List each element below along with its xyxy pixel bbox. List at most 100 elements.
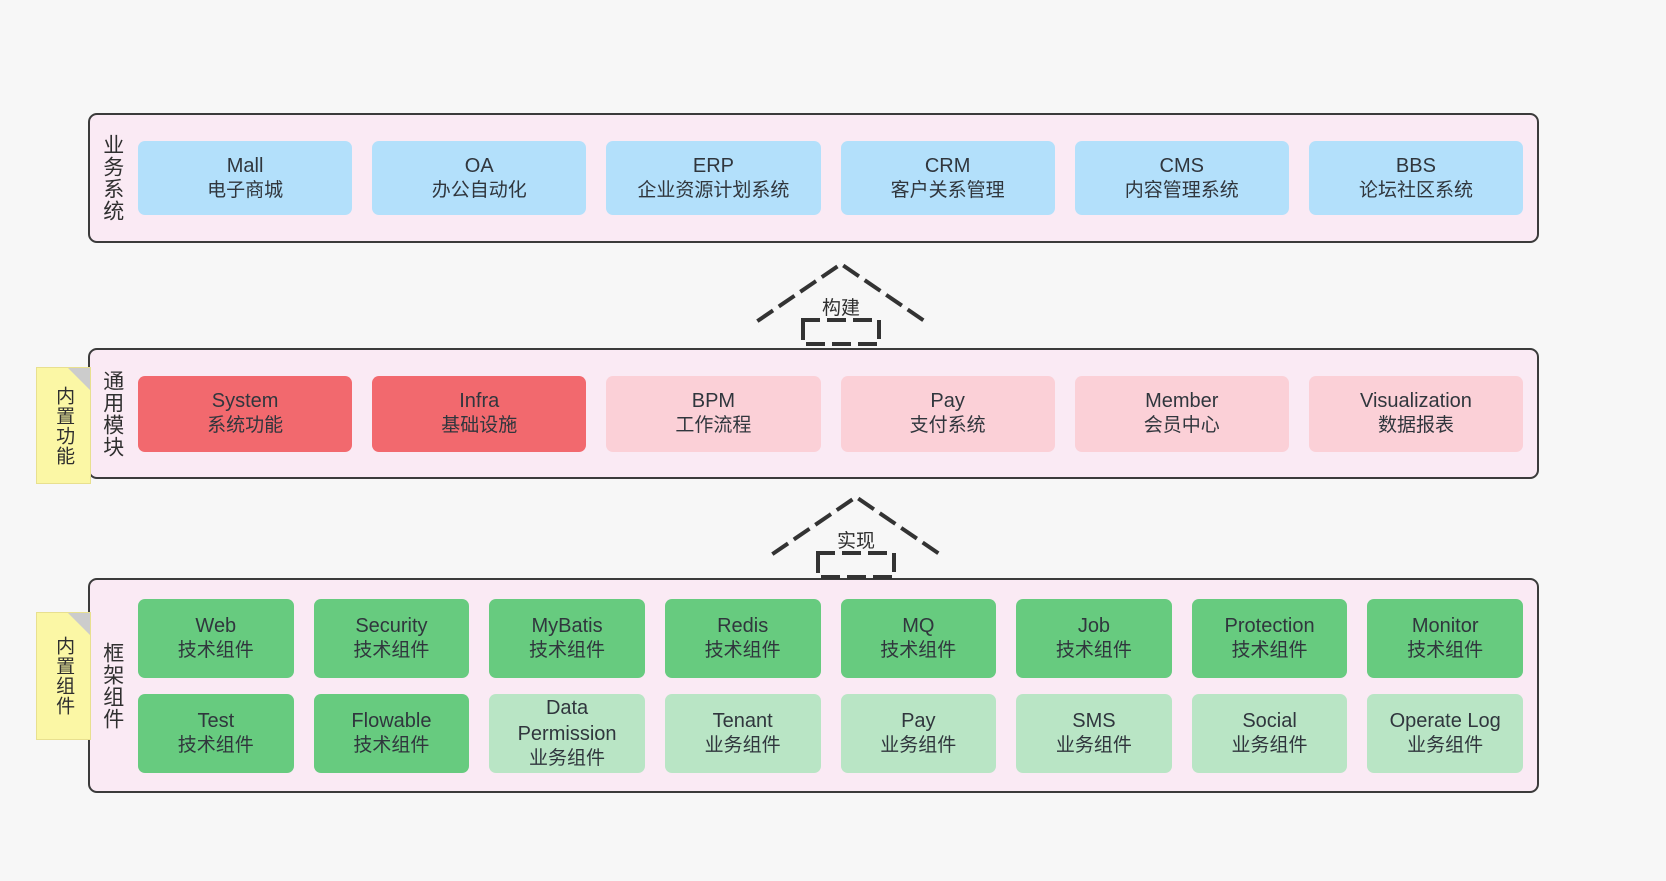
layer-general-modules: 通用模块 System 系统功能 Infra 基础设施 BPM 工作流程 Pay… <box>88 348 1539 479</box>
card-social[interactable]: Social 业务组件 <box>1191 693 1348 773</box>
card-bbs-title: BBS <box>1395 154 1436 177</box>
card-member-title: Member <box>1145 390 1219 413</box>
card-operate-log-title: Operate Log <box>1389 709 1501 732</box>
card-social-title: Social <box>1242 709 1297 732</box>
card-visualization[interactable]: Visualization 数据报表 <box>1308 375 1524 452</box>
card-infra[interactable]: Infra 基础设施 <box>372 375 587 452</box>
card-mq-desc: 技术组件 <box>880 639 957 661</box>
card-monitor-desc: 技术组件 <box>1407 639 1484 661</box>
card-bpm-desc: 工作流程 <box>675 415 752 437</box>
card-erp-desc: 企业资源计划系统 <box>637 179 790 201</box>
card-oa-title: OA <box>464 154 494 177</box>
card-system[interactable]: System 系统功能 <box>138 375 353 452</box>
card-oa-desc: 办公自动化 <box>431 179 527 201</box>
card-data-permission[interactable]: Data Permission 业务组件 <box>489 693 645 773</box>
card-bbs-desc: 论坛社区系统 <box>1358 179 1473 201</box>
layer-general-modules-body: System 系统功能 Infra 基础设施 BPM 工作流程 Pay 支付系统… <box>134 350 1537 477</box>
card-mq[interactable]: MQ 技术组件 <box>840 598 997 678</box>
card-redis[interactable]: Redis 技术组件 <box>664 598 821 678</box>
sticky-note-builtin-features-label: 内置功能 <box>53 385 75 466</box>
card-web-title: Web <box>195 614 237 637</box>
card-protection-desc: 技术组件 <box>1231 639 1308 661</box>
card-job-title: Job <box>1077 614 1111 637</box>
card-mall-title: Mall <box>226 154 264 177</box>
card-monitor-title: Monitor <box>1411 614 1479 637</box>
card-operate-log-desc: 业务组件 <box>1407 734 1484 756</box>
card-bbs[interactable]: BBS 论坛社区系统 <box>1308 141 1524 215</box>
dashed-generalization-arrow-icon <box>771 494 941 579</box>
card-erp-title: ERP <box>692 154 734 177</box>
business-card-row: Mall 电子商城 OA 办公自动化 ERP 企业资源计划系统 CRM 客户关系… <box>138 141 1524 215</box>
card-security-desc: 技术组件 <box>353 639 430 661</box>
layer-framework-components-label: 框架组件 <box>100 641 124 730</box>
card-test[interactable]: Test 技术组件 <box>138 693 294 773</box>
card-tenant-desc: 业务组件 <box>704 734 781 756</box>
connector-implement-label: 实现 <box>836 531 875 552</box>
card-mall[interactable]: Mall 电子商城 <box>138 141 353 215</box>
card-security[interactable]: Security 技术组件 <box>313 598 470 678</box>
card-bpm[interactable]: BPM 工作流程 <box>606 375 821 452</box>
card-flowable-desc: 技术组件 <box>353 734 430 756</box>
layer-business-system-label: 业务系统 <box>100 134 124 222</box>
card-crm[interactable]: CRM 客户关系管理 <box>840 141 1055 215</box>
card-pay-module[interactable]: Pay 支付系统 <box>840 375 1055 452</box>
card-crm-title: CRM <box>924 154 971 177</box>
card-pay-module-desc: 支付系统 <box>909 415 986 437</box>
general-module-row: System 系统功能 Infra 基础设施 BPM 工作流程 Pay 支付系统… <box>138 375 1524 452</box>
card-monitor[interactable]: Monitor 技术组件 <box>1367 598 1523 678</box>
card-flowable[interactable]: Flowable 技术组件 <box>313 693 470 773</box>
card-pay-module-title: Pay <box>930 390 965 413</box>
card-cms-desc: 内容管理系统 <box>1124 179 1239 201</box>
card-pay-component[interactable]: Pay 业务组件 <box>840 693 997 773</box>
card-system-desc: 系统功能 <box>207 415 284 437</box>
card-mybatis-desc: 技术组件 <box>529 639 606 661</box>
card-web[interactable]: Web 技术组件 <box>138 598 294 678</box>
card-tenant-title: Tenant <box>712 709 773 732</box>
sticky-note-builtin-features: 内置功能 <box>36 367 91 484</box>
layer-business-system: 业务系统 Mall 电子商城 OA 办公自动化 ERP 企业资源计划系统 CRM… <box>88 113 1539 243</box>
dashed-generalization-arrow-icon <box>756 261 926 346</box>
card-pay-component-desc: 业务组件 <box>880 734 957 756</box>
card-infra-title: Infra <box>459 390 500 413</box>
layer-framework-components-body: Web 技术组件 Security 技术组件 MyBatis 技术组件 Redi… <box>134 580 1537 791</box>
card-data-permission-desc: 业务组件 <box>529 747 606 769</box>
sticky-note-builtin-components-label: 内置组件 <box>53 636 75 716</box>
card-cms[interactable]: CMS 内容管理系统 <box>1074 141 1289 215</box>
card-test-title: Test <box>197 709 235 732</box>
card-tenant[interactable]: Tenant 业务组件 <box>664 693 821 773</box>
sticky-fold-corner-icon <box>68 368 90 390</box>
card-protection-title: Protection <box>1224 614 1315 637</box>
layer-framework-components: 框架组件 Web 技术组件 Security 技术组件 MyBatis 技术组件… <box>88 578 1539 793</box>
card-system-title: System <box>211 390 279 413</box>
card-job[interactable]: Job 技术组件 <box>1016 598 1172 678</box>
card-pay-component-title: Pay <box>901 709 936 732</box>
card-member[interactable]: Member 会员中心 <box>1074 375 1289 452</box>
card-flowable-title: Flowable <box>351 709 432 732</box>
card-security-title: Security <box>355 614 428 637</box>
card-visualization-title: Visualization <box>1359 390 1472 413</box>
card-mq-title: MQ <box>902 614 935 637</box>
card-job-desc: 技术组件 <box>1055 639 1132 661</box>
card-sms[interactable]: SMS 业务组件 <box>1016 693 1172 773</box>
layer-general-modules-label: 通用模块 <box>100 369 124 458</box>
card-operate-log[interactable]: Operate Log 业务组件 <box>1367 693 1523 773</box>
card-visualization-desc: 数据报表 <box>1377 415 1454 437</box>
card-mybatis[interactable]: MyBatis 技术组件 <box>489 598 645 678</box>
card-web-desc: 技术组件 <box>177 639 254 661</box>
card-member-desc: 会员中心 <box>1143 415 1220 437</box>
card-redis-title: Redis <box>717 614 769 637</box>
card-mall-desc: 电子商城 <box>207 179 284 201</box>
sticky-note-builtin-components: 内置组件 <box>36 612 91 740</box>
card-protection[interactable]: Protection 技术组件 <box>1191 598 1348 678</box>
card-mybatis-title: MyBatis <box>531 614 603 637</box>
card-infra-desc: 基础设施 <box>441 415 518 437</box>
connector-implement-arrow: 实现 <box>770 493 942 579</box>
connector-build-label: 构建 <box>821 298 860 319</box>
layer-business-system-body: Mall 电子商城 OA 办公自动化 ERP 企业资源计划系统 CRM 客户关系… <box>134 115 1537 241</box>
card-oa[interactable]: OA 办公自动化 <box>372 141 587 215</box>
card-cms-title: CMS <box>1159 154 1204 177</box>
framework-component-row-2: Test 技术组件 Flowable 技术组件 Data Permission … <box>138 693 1523 773</box>
sticky-fold-corner-icon <box>68 613 90 635</box>
card-erp[interactable]: ERP 企业资源计划系统 <box>606 141 821 215</box>
